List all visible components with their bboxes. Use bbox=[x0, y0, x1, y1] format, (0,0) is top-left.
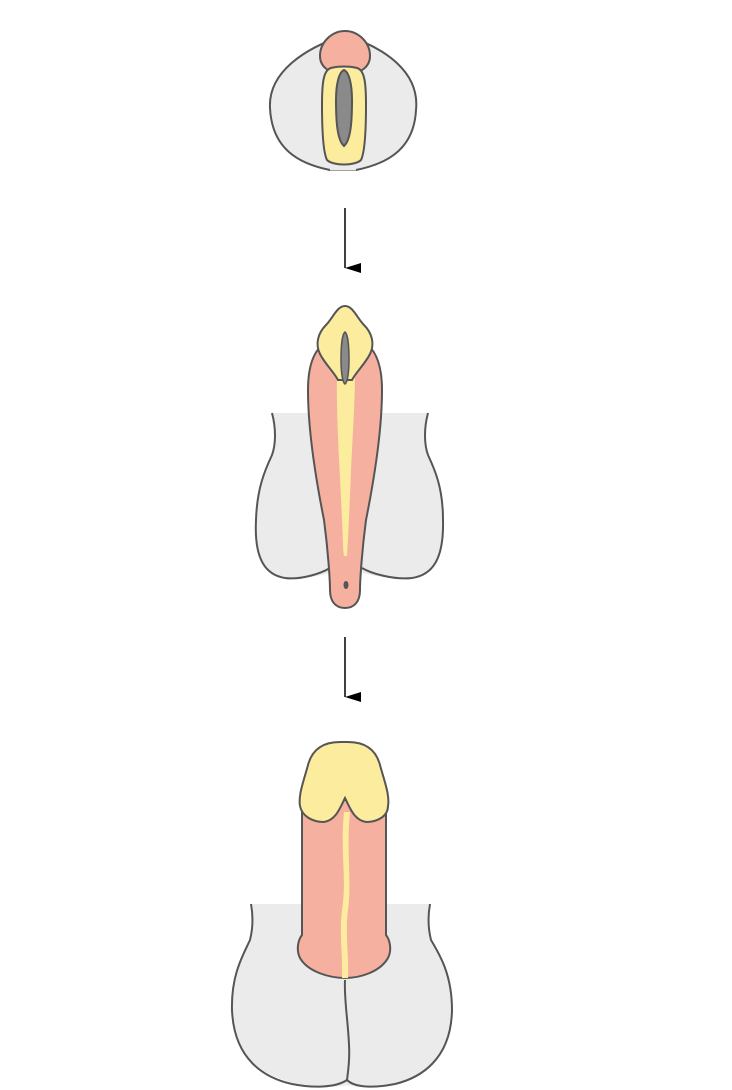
stage-2-urethral-groove bbox=[340, 331, 350, 385]
stage-3 bbox=[230, 741, 454, 1088]
stage-2 bbox=[254, 304, 445, 610]
stage-2-urethral-fold-line bbox=[336, 370, 355, 556]
stage-2-urethral-opening bbox=[343, 581, 349, 589]
stage-1 bbox=[268, 29, 418, 171]
stage-3-penile-raphe bbox=[340, 812, 350, 978]
stage-3-glans bbox=[298, 741, 390, 824]
stage-3-scrotal-raphe bbox=[343, 979, 351, 1081]
stage-1-urethral-groove bbox=[334, 68, 354, 148]
